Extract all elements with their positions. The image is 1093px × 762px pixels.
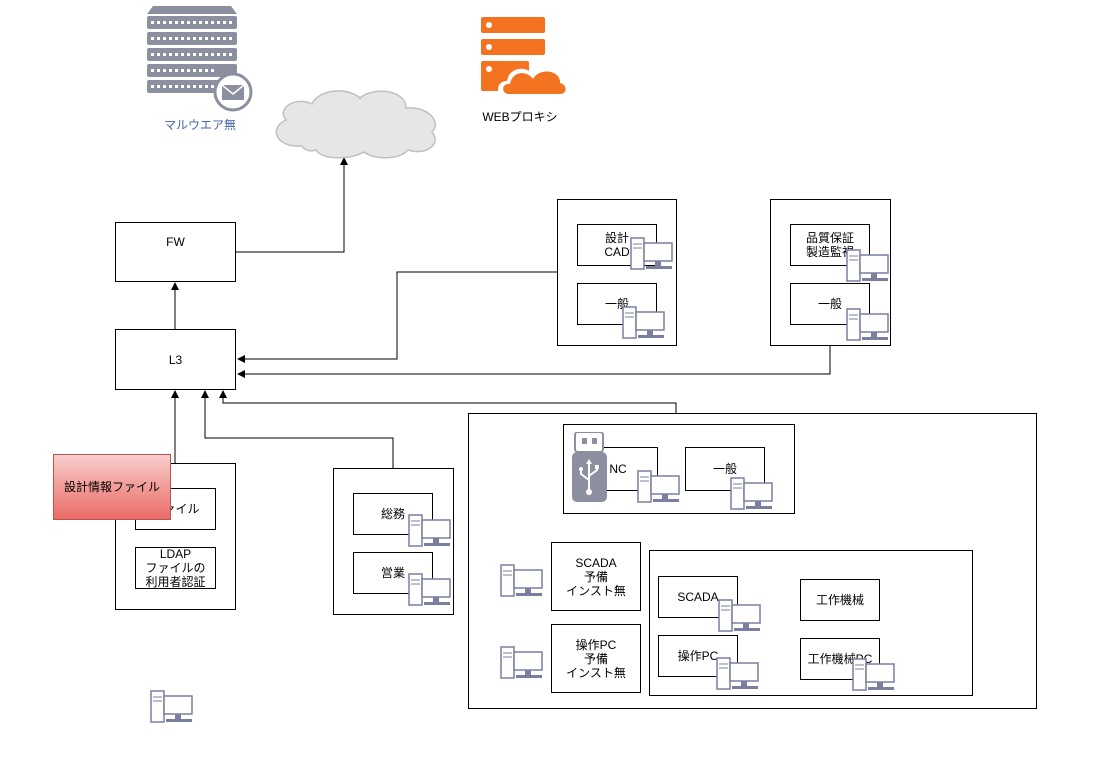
qa-general-label: 一般	[817, 297, 842, 311]
ldap-node[interactable]	[135, 547, 216, 589]
design-to-l3-line	[237, 271, 557, 363]
qa-to-l3-line	[237, 346, 831, 378]
pc-icon	[730, 477, 774, 511]
design-info-file-label: 設計情報ファイル	[63, 480, 160, 494]
eigyo-node[interactable]	[353, 552, 433, 594]
scada-label: SCADA	[677, 590, 719, 604]
op-spare-node[interactable]	[551, 624, 641, 693]
pc-icon	[150, 690, 194, 724]
pc-icon	[408, 514, 452, 548]
pc-icon	[622, 306, 666, 340]
machine-label: 工作機械	[815, 593, 864, 607]
design-info-file-note[interactable]	[53, 454, 171, 520]
mail-server-icon	[145, 6, 253, 112]
pc-icon	[500, 646, 544, 680]
eigyo-label: 営業	[380, 566, 405, 580]
pc-icon	[846, 249, 890, 283]
machine-node[interactable]	[800, 579, 880, 621]
scada-spare-label: SCADA 予備 インスト無	[566, 555, 626, 598]
l3-label: L3	[168, 352, 183, 367]
web-proxy-icon	[481, 17, 570, 99]
ldap-label: LDAP ファイルの 利用者認証	[145, 547, 206, 589]
fw-to-cloud-line	[236, 157, 348, 253]
pc-icon	[408, 573, 452, 607]
cad-label: 設計 CAD	[604, 231, 630, 259]
usb-drive-icon	[571, 431, 609, 504]
op-pc-node[interactable]	[658, 635, 738, 677]
scada-node[interactable]	[658, 576, 738, 618]
pc-icon	[852, 658, 896, 692]
pc-icon	[718, 599, 762, 633]
nc-label: NC	[609, 462, 627, 476]
nc-general-label: 一般	[712, 462, 737, 476]
fw-label: FW	[166, 235, 185, 249]
server-label: マルウエア無	[163, 118, 236, 132]
pc-icon	[846, 308, 890, 342]
soumu-label: 総務	[380, 507, 405, 521]
scada-spare-node[interactable]	[551, 542, 641, 611]
proxy-label: WEBプロキシ	[482, 110, 558, 124]
fw-node[interactable]	[115, 222, 236, 282]
pc-icon	[716, 657, 760, 691]
internet-cloud-icon	[266, 86, 444, 160]
pc-icon	[637, 470, 681, 504]
qa-label: 品質保証 製造監視	[805, 231, 854, 259]
l3-node[interactable]	[115, 329, 236, 390]
office-to-l3-line	[201, 390, 394, 468]
op-pc-label: 操作PC	[677, 649, 719, 663]
op-spare-label: 操作PC 予備 インスト無	[566, 637, 626, 680]
pc-icon	[630, 237, 674, 271]
design-general-node[interactable]	[577, 283, 657, 325]
pc-icon	[500, 564, 544, 598]
